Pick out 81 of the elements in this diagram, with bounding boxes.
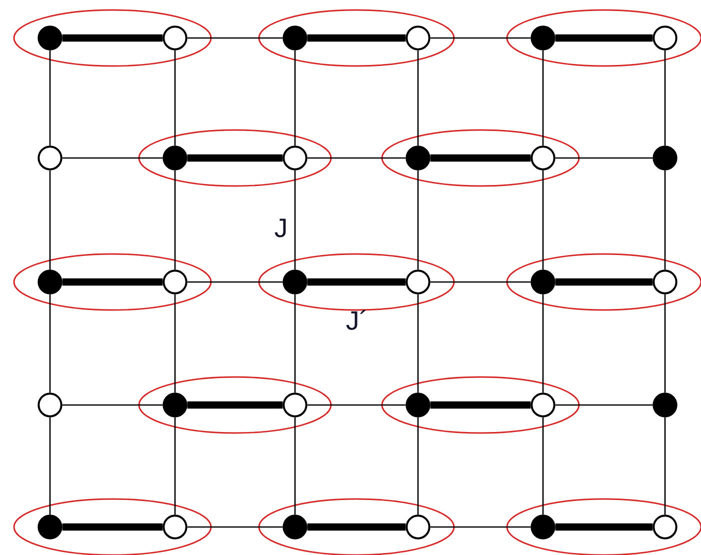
lattice-line (187, 526, 283, 528)
lattice-line (417, 50, 419, 146)
open-site (406, 26, 430, 50)
lattice-line (62, 157, 163, 159)
bond (430, 154, 531, 162)
lattice-line (664, 50, 666, 146)
bond (555, 34, 653, 42)
lattice-line (664, 417, 666, 515)
bond (62, 523, 163, 531)
filled-site (162, 146, 188, 170)
lattice-line (307, 157, 406, 159)
lattice-line (430, 526, 531, 528)
filled-site (162, 392, 188, 418)
filled-site (530, 26, 556, 50)
lattice-line (174, 170, 176, 270)
open-site (282, 146, 308, 170)
open-site (38, 146, 62, 170)
bond (555, 278, 653, 286)
lattice-line (664, 170, 666, 270)
open-site (530, 392, 556, 418)
lattice-line (307, 404, 406, 406)
filled-site (38, 514, 62, 540)
bond (187, 401, 283, 409)
open-site (652, 270, 678, 294)
bond (430, 401, 531, 409)
open-site (162, 270, 188, 294)
lattice-line (174, 417, 176, 515)
lattice-line (430, 281, 531, 283)
coupling-label: J´ (346, 310, 366, 330)
filled-site (406, 392, 430, 418)
filled-site (530, 514, 556, 540)
lattice-line (417, 417, 419, 515)
bond (187, 154, 283, 162)
lattice-line (542, 170, 544, 270)
lattice-line (49, 294, 51, 393)
lattice-line (555, 157, 653, 159)
lattice-line (294, 170, 296, 270)
open-site (162, 514, 188, 540)
open-site (162, 26, 188, 50)
open-site (652, 514, 678, 540)
filled-site (406, 146, 430, 170)
bond (62, 34, 163, 42)
lattice-line (664, 294, 666, 393)
lattice-line (294, 50, 296, 146)
lattice-line (294, 417, 296, 515)
bond (62, 278, 163, 286)
lattice-line (555, 404, 653, 406)
lattice-line (294, 294, 296, 393)
lattice-line (49, 417, 51, 515)
filled-site (38, 26, 62, 50)
lattice-line (174, 50, 176, 146)
bond (307, 523, 406, 531)
lattice-line (430, 37, 531, 39)
bond (307, 34, 406, 42)
filled-site (282, 514, 308, 540)
open-site (38, 392, 62, 418)
bond (555, 523, 653, 531)
lattice-line (49, 170, 51, 270)
filled-site (282, 270, 308, 294)
filled-site (38, 270, 62, 294)
open-site (652, 26, 678, 50)
lattice-line (187, 37, 283, 39)
filled-site (530, 270, 556, 294)
lattice-line (542, 50, 544, 146)
open-site (406, 270, 430, 294)
lattice-line (174, 294, 176, 393)
filled-site (652, 392, 678, 418)
lattice-line (542, 294, 544, 393)
open-site (282, 392, 308, 418)
filled-site (282, 26, 308, 50)
coupling-label: J (274, 218, 286, 238)
lattice-line (49, 50, 51, 146)
lattice-line (417, 294, 419, 393)
open-site (530, 146, 556, 170)
lattice-line (187, 281, 283, 283)
lattice-line (542, 417, 544, 515)
open-site (406, 514, 430, 540)
bond (307, 278, 406, 286)
lattice-line (417, 170, 419, 270)
filled-site (652, 146, 678, 170)
lattice-line (62, 404, 163, 406)
